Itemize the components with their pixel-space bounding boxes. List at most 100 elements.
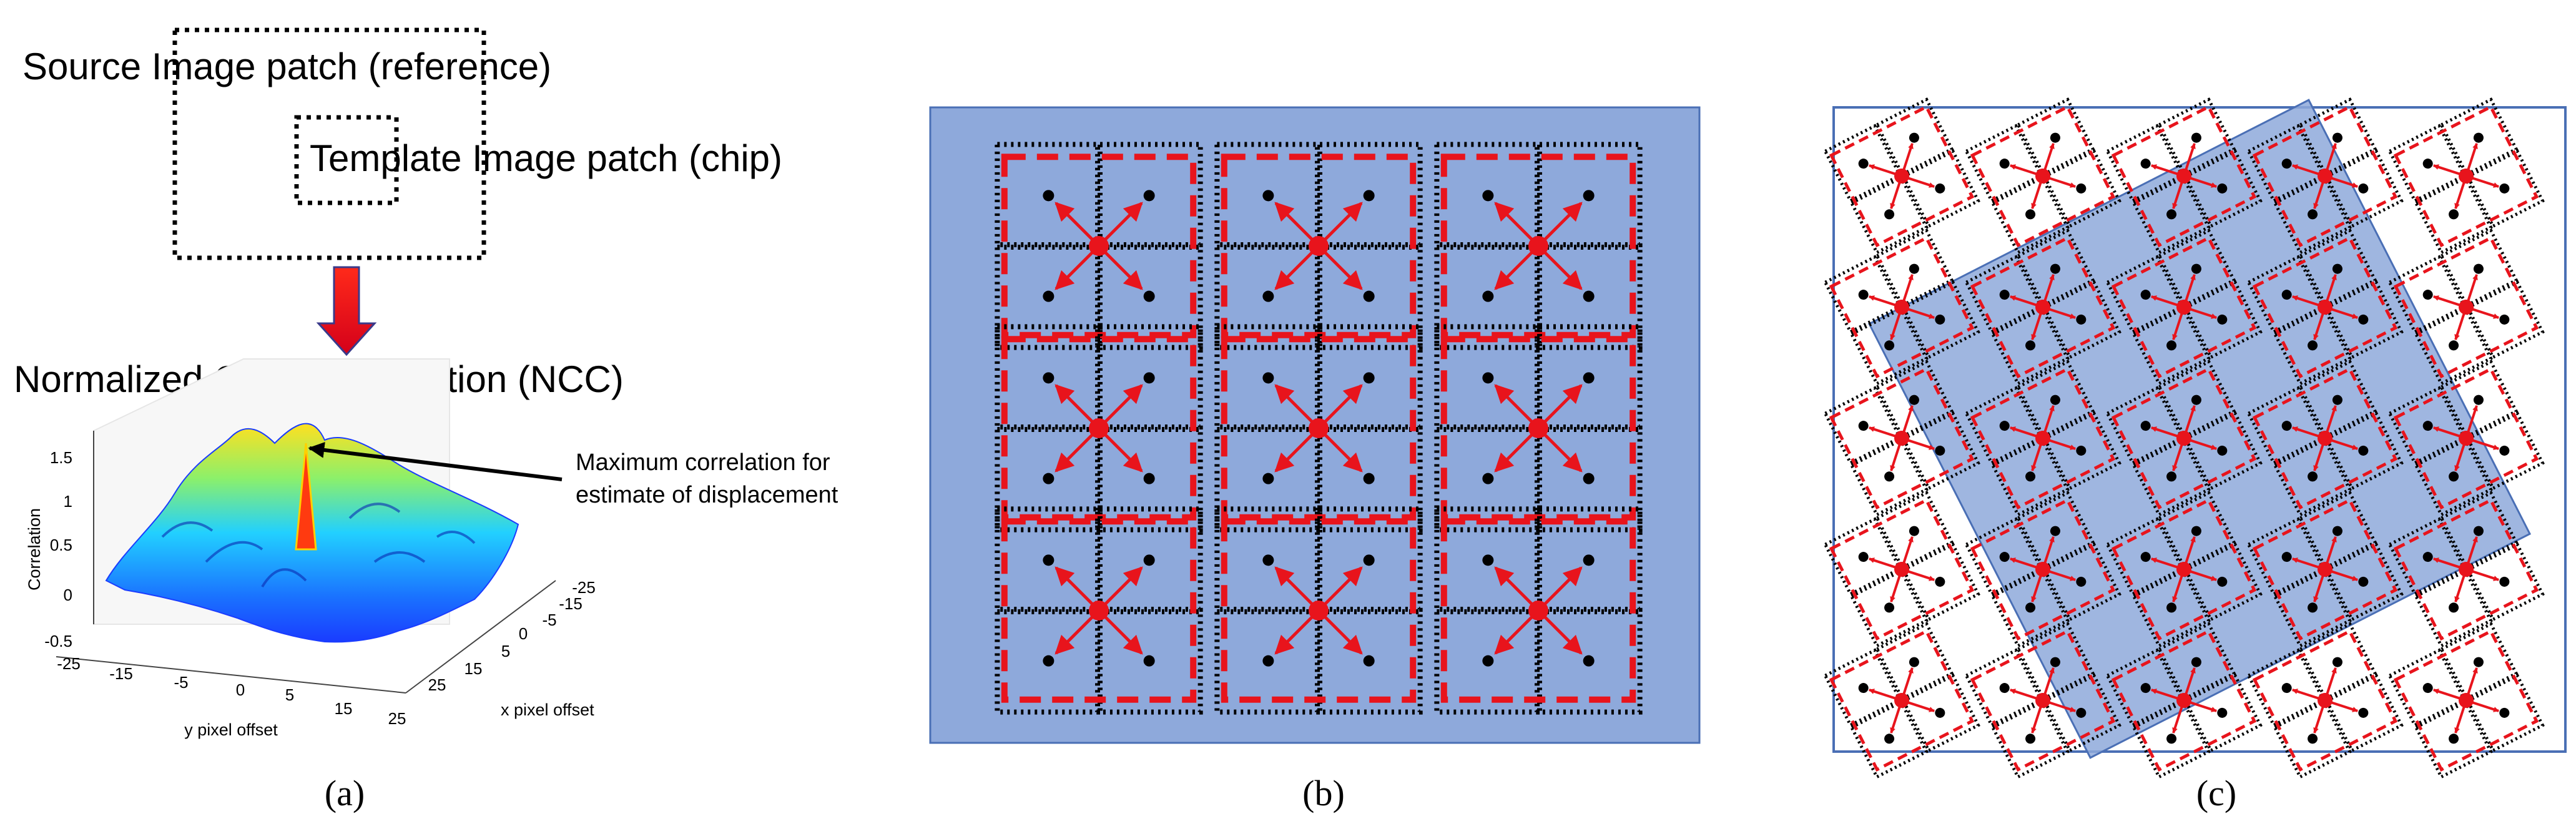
- sample-point: [1909, 132, 1919, 143]
- sample-point: [2076, 183, 2087, 194]
- displacement-arrow: [1098, 245, 1143, 290]
- window-cell: [1214, 506, 1423, 715]
- sample-point: [1482, 372, 1494, 384]
- source-patch-box: [172, 27, 486, 260]
- window-cell: [2105, 97, 2263, 255]
- search-window: [2111, 366, 2257, 510]
- search-window: [1829, 104, 1975, 248]
- center-point: [2459, 300, 2474, 315]
- window-cell: [1434, 142, 1643, 350]
- sample-point: [2140, 290, 2151, 300]
- sub-window: [995, 506, 1100, 612]
- sample-point: [1363, 655, 1375, 667]
- center-point: [1894, 169, 1909, 184]
- sample-point: [2332, 263, 2342, 274]
- sample-point: [1363, 473, 1375, 484]
- sub-window: [995, 245, 1100, 350]
- sub-window: [1214, 245, 1320, 350]
- center-point: [2176, 169, 2191, 184]
- displacement-arrow: [1317, 202, 1363, 247]
- y-axis-label: y pixel offset: [184, 720, 278, 739]
- sample-point: [1884, 602, 1895, 613]
- sample-point: [2422, 421, 2433, 431]
- sample-point: [1909, 395, 1919, 405]
- sample-point: [1143, 290, 1155, 302]
- sub-window: [995, 427, 1100, 532]
- sample-point: [1262, 655, 1274, 667]
- sub-window: [1098, 609, 1203, 715]
- sample-point: [1143, 372, 1155, 384]
- sample-point: [2217, 445, 2228, 456]
- displacement-arrow: [1317, 245, 1363, 290]
- sub-window: [1098, 142, 1203, 247]
- caption-c: (c): [2196, 773, 2236, 813]
- displacement-arrow: [1274, 202, 1320, 247]
- window-cell: [2387, 228, 2545, 386]
- center-point: [1309, 418, 1329, 438]
- sample-point: [2281, 159, 2292, 169]
- displacement-arrow: [1317, 384, 1363, 429]
- displacement-arrow: [1098, 202, 1143, 247]
- sample-point: [1482, 473, 1494, 484]
- sample-point: [1999, 421, 2010, 431]
- sub-window: [1537, 324, 1643, 429]
- sample-point: [1999, 159, 2010, 169]
- sample-point: [1363, 190, 1375, 202]
- window-cell: [1823, 622, 1980, 779]
- center-point: [1894, 562, 1909, 577]
- sample-point: [1143, 655, 1155, 667]
- center-point: [2176, 300, 2191, 315]
- sample-point: [2422, 290, 2433, 300]
- sub-window: [1317, 142, 1423, 247]
- center-point: [2318, 300, 2333, 315]
- sample-point: [2191, 526, 2201, 536]
- displacement-arrow: [1274, 427, 1320, 473]
- displacement-arrow: [1537, 427, 1583, 473]
- x-tick-label: 0: [519, 624, 528, 643]
- sample-point: [1143, 554, 1155, 566]
- window-cell: [2246, 228, 2404, 386]
- sample-point: [2166, 733, 2177, 744]
- sample-point: [2191, 657, 2201, 667]
- center-point: [2318, 431, 2333, 446]
- y-tick-label: 15: [335, 699, 353, 718]
- center-point: [2459, 693, 2474, 708]
- sample-point: [2449, 733, 2459, 744]
- window-grid: [1823, 97, 2545, 779]
- sample-point: [1043, 372, 1054, 384]
- sample-point: [1935, 576, 1945, 587]
- sample-point: [1884, 471, 1895, 482]
- window-cell: [1823, 97, 1980, 255]
- annotation-line-1: Maximum correlation for: [576, 449, 830, 476]
- window-cell: [1964, 97, 2121, 255]
- sample-point: [2332, 132, 2342, 143]
- sample-point: [2499, 707, 2510, 718]
- sample-point: [2025, 209, 2036, 220]
- window-cell: [2246, 360, 2404, 517]
- window-cell: [2246, 97, 2404, 255]
- sample-point: [1043, 190, 1054, 202]
- center-point: [1309, 236, 1329, 256]
- sample-point: [1363, 290, 1375, 302]
- y-tick-label: 0: [236, 680, 245, 699]
- x-tick-label: -15: [559, 594, 583, 613]
- sample-point: [1043, 554, 1054, 566]
- sample-point: [1143, 190, 1155, 202]
- window-cell: [1823, 360, 1980, 517]
- sample-point: [1999, 290, 2010, 300]
- y-tick-label: 25: [388, 709, 406, 728]
- sub-window: [1434, 609, 1540, 715]
- sample-point: [1935, 707, 1945, 718]
- sample-point: [2499, 576, 2510, 587]
- sample-point: [2140, 421, 2151, 431]
- sample-point: [2422, 683, 2433, 694]
- sample-point: [2499, 314, 2510, 325]
- sample-point: [2473, 132, 2484, 143]
- x-axis-line: [405, 580, 556, 694]
- window-cell: [1964, 491, 2121, 648]
- sample-point: [2358, 445, 2369, 456]
- sample-point: [1909, 657, 1919, 667]
- sample-point: [1909, 526, 1919, 536]
- z-axis: 1.5 1 0.5 0 -0.5 Correlation: [25, 431, 94, 650]
- sample-point: [2499, 183, 2510, 194]
